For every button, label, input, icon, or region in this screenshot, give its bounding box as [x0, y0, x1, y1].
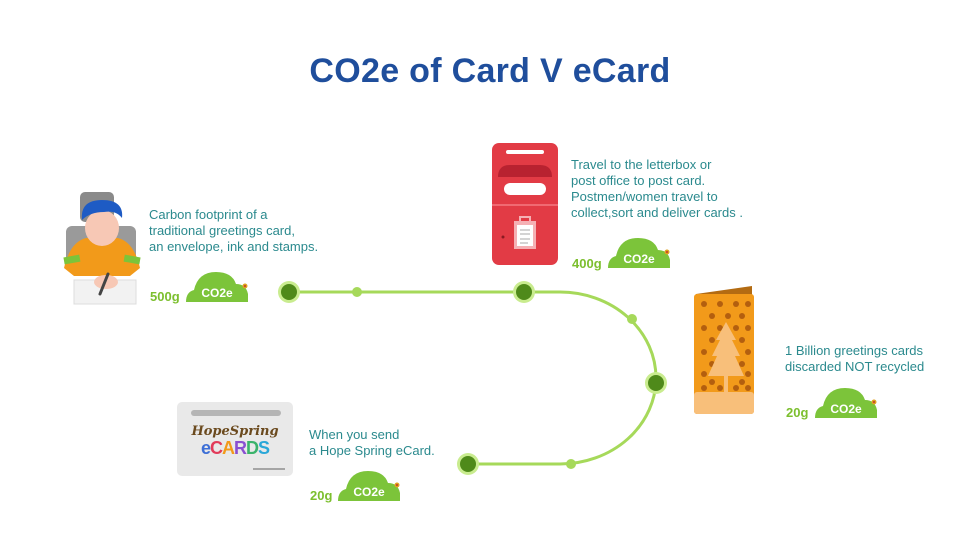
cloud-icon: [608, 238, 670, 268]
step-description: Travel to the letterbox or post office t…: [571, 157, 743, 220]
co2-amount: 500g: [150, 289, 180, 304]
timeline-node-small: [566, 459, 576, 469]
timeline-node-large: [278, 281, 300, 303]
co2-amount: 20g: [310, 488, 333, 503]
co2e-label: CO2e: [623, 252, 655, 266]
co2e-cloud-badge: CO2e: [606, 232, 672, 270]
timeline-node-small: [627, 314, 637, 324]
page-title: CO2e of Card V eCard: [309, 52, 671, 90]
co2e-cloud-badge: CO2e: [336, 465, 402, 503]
co2e-cloud-badge: CO2e: [813, 382, 879, 420]
step-description: Carbon footprint of a traditional greeti…: [149, 207, 319, 254]
hope-spring-ecard-icon: HopeSpring eCARDS: [177, 402, 293, 476]
greeting-card-tree-icon: [694, 286, 754, 414]
co2-amount: 20g: [786, 405, 809, 420]
cloud-icon: [815, 388, 877, 418]
timeline-node-large: [513, 281, 535, 303]
co2-amount: 400g: [572, 256, 602, 271]
logo-ecards: eCARDS: [200, 438, 270, 458]
postbox-icon: [492, 143, 558, 265]
co2e-label: CO2e: [201, 286, 233, 300]
card-line: [253, 468, 285, 470]
timeline-node-large: [457, 453, 479, 475]
timeline-node-large: [645, 372, 667, 394]
step-description: When you send a Hope Spring eCard.: [309, 427, 435, 458]
timeline-node-small: [352, 287, 362, 297]
cloud-icon: [338, 471, 400, 501]
co2e-cloud-badge: CO2e: [184, 266, 250, 304]
step-description: 1 Billion greetings cards discarded NOT …: [785, 343, 925, 374]
co2e-label: CO2e: [830, 402, 862, 416]
cloud-icon: [186, 272, 248, 302]
co2e-label: CO2e: [353, 485, 385, 499]
person-writing-icon: [63, 192, 141, 305]
card-bar: [191, 410, 281, 416]
logo-script: HopeSpring: [191, 424, 279, 439]
